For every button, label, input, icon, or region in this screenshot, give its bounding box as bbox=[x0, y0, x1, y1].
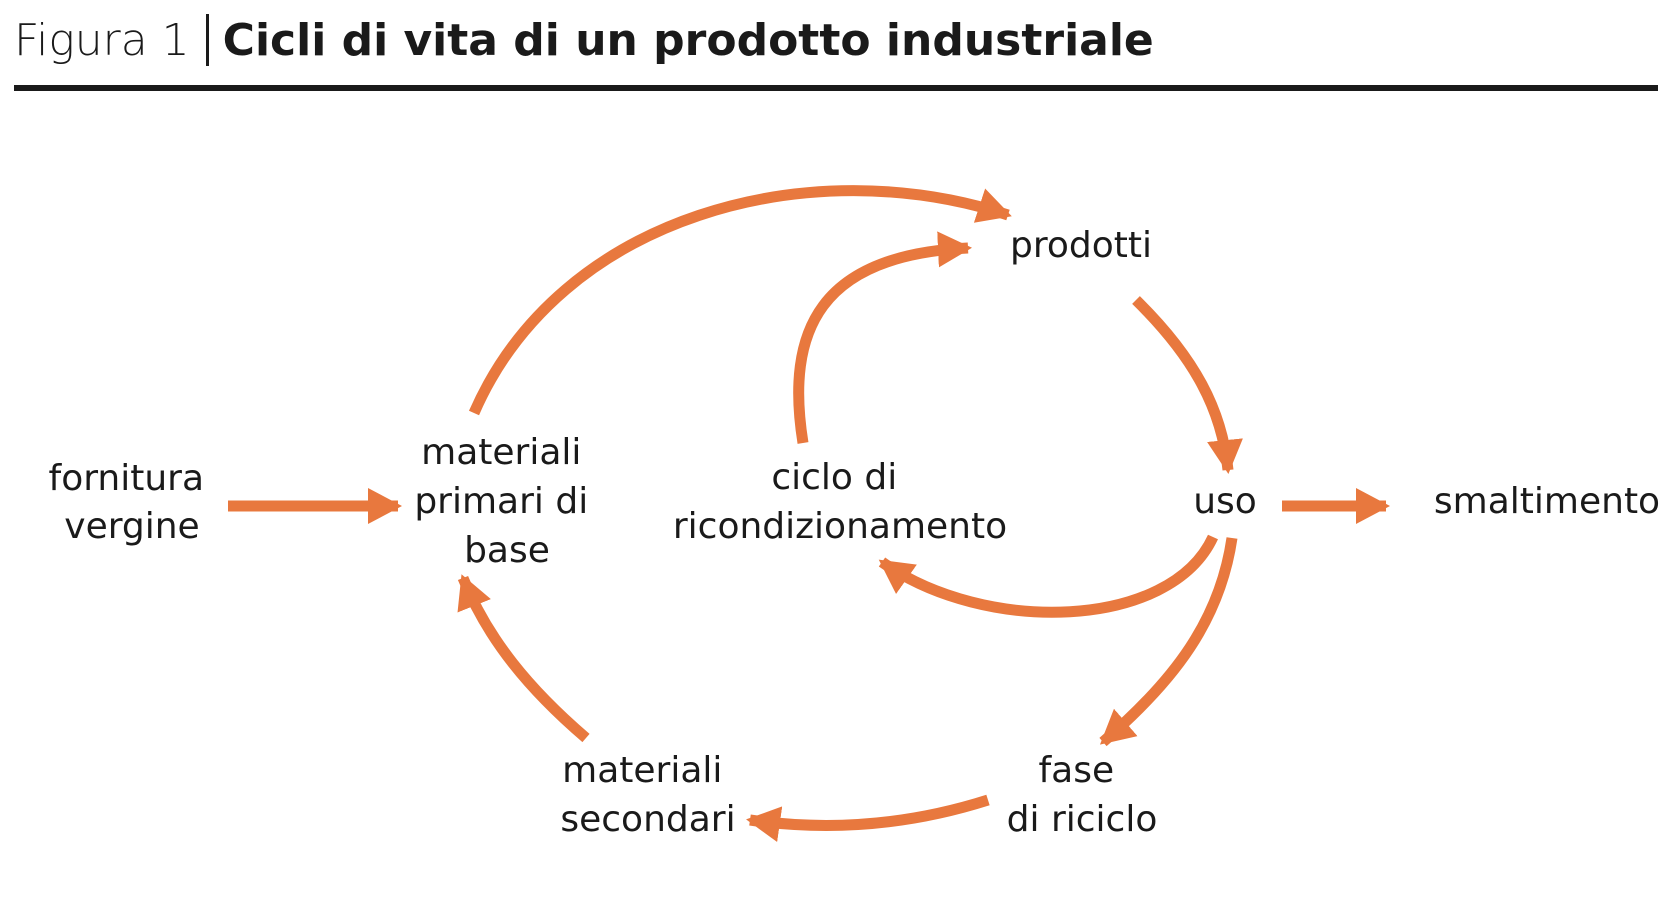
figure-label: Figura 1 bbox=[14, 14, 190, 66]
node-materiali-primari-di-base: materiali primari di base bbox=[414, 432, 599, 571]
arrow-ricondizionamento-to-prodotti bbox=[793, 231, 972, 444]
node-fornitura-vergine: fornitura vergine bbox=[49, 458, 216, 547]
arrow-uso-to-fase-riciclo bbox=[1099, 537, 1238, 747]
header-separator bbox=[205, 14, 209, 66]
node-smaltimento: smaltimento bbox=[1434, 481, 1660, 522]
arrow-materiali-primari-to-prodotti bbox=[468, 185, 1012, 416]
arrow-materiali-secondari-to-materiali-primari bbox=[457, 574, 590, 743]
arrow-uso-to-ricondizionamento bbox=[878, 534, 1218, 618]
node-materiali-secondari: materiali secondari bbox=[560, 750, 735, 840]
figure-header: Figura 1 Cicli di vita di un prodotto in… bbox=[14, 8, 1154, 72]
header-rule bbox=[14, 85, 1658, 91]
node-fase-di-riciclo: fase di riciclo bbox=[1007, 750, 1158, 840]
arrow-fase-riciclo-to-materiali-secondari bbox=[746, 794, 990, 843]
node-ciclo-di-ricondizionamento: ciclo di ricondizionamento bbox=[673, 457, 1007, 547]
figure-title: Cicli di vita di un prodotto industriale bbox=[222, 14, 1154, 66]
arrow-prodotti-to-uso bbox=[1132, 296, 1243, 474]
node-uso: uso bbox=[1193, 481, 1257, 522]
node-prodotti: prodotti bbox=[1010, 225, 1152, 266]
